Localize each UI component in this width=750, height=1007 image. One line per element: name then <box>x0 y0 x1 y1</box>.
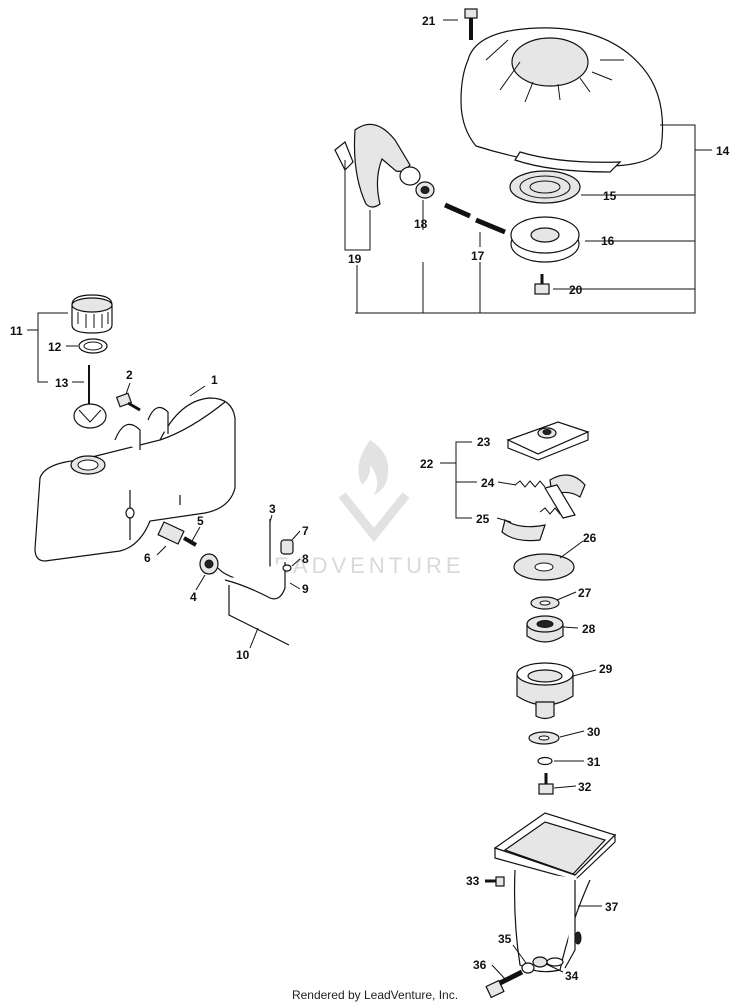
cap-7 <box>280 539 294 555</box>
footer-credit: Rendered by LeadVenture, Inc. <box>291 988 459 1002</box>
pin <box>443 202 472 219</box>
callout-20[interactable]: 20 <box>569 283 583 297</box>
fuel-line-10 <box>228 585 290 646</box>
callout-8[interactable]: 8 <box>302 552 309 566</box>
clutch-shoe-25 <box>501 474 586 542</box>
screw-33 <box>485 876 505 887</box>
callout-26[interactable]: 26 <box>583 531 597 545</box>
callout-25[interactable]: 25 <box>476 512 490 526</box>
bearing-28 <box>526 615 564 643</box>
callout-15[interactable]: 15 <box>603 189 617 203</box>
fuel-tank-group <box>34 294 294 646</box>
washer-8 <box>282 564 292 572</box>
bolt-36 <box>485 969 524 999</box>
callout-34[interactable]: 34 <box>565 969 579 983</box>
callouts: 1 2 3 4 5 6 7 8 9 10 11 12 13 14 15 16 1… <box>10 14 730 983</box>
washer-27 <box>530 596 560 610</box>
screw-20 <box>534 274 550 295</box>
callout-35[interactable]: 35 <box>498 932 512 946</box>
callout-11[interactable]: 11 <box>10 324 23 338</box>
gear-case-group <box>485 421 617 999</box>
callout-13[interactable]: 13 <box>55 376 69 390</box>
callout-19[interactable]: 19 <box>348 252 362 266</box>
callout-37[interactable]: 37 <box>605 900 619 914</box>
screw-2 <box>115 392 141 412</box>
washer-30 <box>528 731 560 745</box>
fuel-tank-1 <box>34 397 236 562</box>
washer-34 <box>532 956 548 968</box>
handle-19 <box>334 123 421 208</box>
callout-30[interactable]: 30 <box>587 725 601 739</box>
watermark: LEADVENTURE <box>258 440 465 578</box>
callout-23[interactable]: 23 <box>477 435 491 449</box>
rope-guide-18 <box>415 181 435 199</box>
tank-leaders <box>27 312 301 649</box>
clutch-drum-29 <box>516 662 574 720</box>
filter-4 <box>199 553 219 575</box>
bolt-21 <box>464 8 478 40</box>
fuel-line-9 <box>224 562 286 600</box>
callout-12[interactable]: 12 <box>48 340 62 354</box>
gear-leaders <box>440 441 602 981</box>
spring-15 <box>509 170 581 204</box>
gear-case-37 <box>493 812 617 973</box>
callout-7[interactable]: 7 <box>302 524 309 538</box>
starter-housing-14 <box>460 27 664 173</box>
reel-16 <box>510 216 580 263</box>
rope-17 <box>475 217 506 235</box>
callout-1[interactable]: 1 <box>211 373 218 387</box>
callout-2[interactable]: 2 <box>126 368 133 382</box>
callout-31[interactable]: 31 <box>587 755 601 769</box>
screw-32 <box>538 773 554 795</box>
callout-36[interactable]: 36 <box>473 958 487 972</box>
washer-26 <box>513 553 575 581</box>
watermark-text: LEADVENTURE <box>258 553 465 578</box>
strainer-13 <box>73 365 107 429</box>
washer-31 <box>537 756 553 766</box>
callout-21[interactable]: 21 <box>422 14 436 28</box>
callout-33[interactable]: 33 <box>466 874 480 888</box>
callout-18[interactable]: 18 <box>414 217 428 231</box>
clutch-plate-23 <box>506 421 590 461</box>
fitting-5 <box>182 536 198 547</box>
callout-27[interactable]: 27 <box>578 586 592 600</box>
washer-35 <box>521 962 535 974</box>
starter-group <box>334 8 664 295</box>
callout-16[interactable]: 16 <box>601 234 615 248</box>
fuel-cap-11 <box>71 294 113 334</box>
callout-5[interactable]: 5 <box>197 514 204 528</box>
callout-4[interactable]: 4 <box>190 590 197 604</box>
callout-6[interactable]: 6 <box>144 551 151 565</box>
callout-14[interactable]: 14 <box>716 144 730 158</box>
callout-28[interactable]: 28 <box>582 622 596 636</box>
callout-10[interactable]: 10 <box>236 648 250 662</box>
callout-22[interactable]: 22 <box>420 457 434 471</box>
grommet-6 <box>157 521 185 545</box>
callout-29[interactable]: 29 <box>599 662 613 676</box>
callout-17[interactable]: 17 <box>471 249 485 263</box>
callout-3[interactable]: 3 <box>269 502 276 516</box>
callout-32[interactable]: 32 <box>578 780 592 794</box>
starter-leaders <box>344 19 712 314</box>
callout-24[interactable]: 24 <box>481 476 495 490</box>
callout-9[interactable]: 9 <box>302 582 309 596</box>
